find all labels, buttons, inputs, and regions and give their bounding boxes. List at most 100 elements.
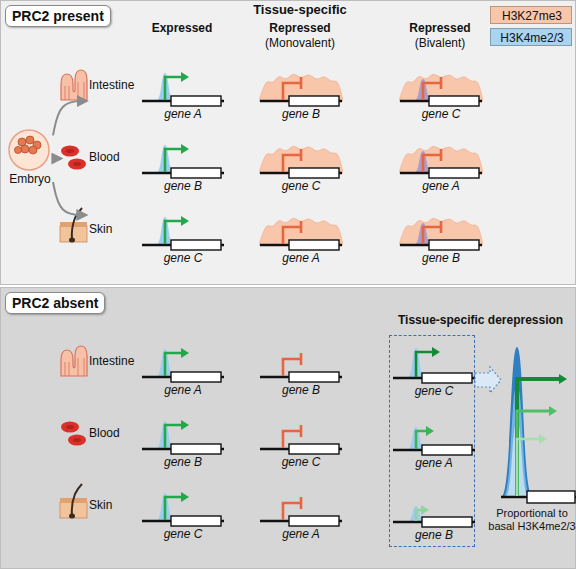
gene-label: gene B xyxy=(141,456,225,470)
gene-body xyxy=(289,516,339,526)
gene-track xyxy=(399,137,483,181)
transcription-arrow-head xyxy=(559,374,567,384)
repression-bar xyxy=(300,149,303,161)
gene-track xyxy=(259,65,343,109)
gene-body xyxy=(527,491,575,503)
repression-symbol xyxy=(423,83,441,100)
transcription-arrow xyxy=(165,149,183,172)
repression-bar xyxy=(440,221,443,233)
transcription-arrow-head xyxy=(539,434,547,444)
gene-locus: gene C xyxy=(392,342,476,400)
transcription-arrow-head xyxy=(181,348,189,358)
gene-track xyxy=(399,65,483,109)
repression-bar xyxy=(300,77,303,89)
gene-locus: gene C xyxy=(141,209,225,267)
gene-track xyxy=(259,341,343,385)
tissue-label: Blood xyxy=(89,151,120,165)
gene-label: gene A xyxy=(141,108,225,122)
repression-bar xyxy=(300,497,303,509)
gene-locus: gene C xyxy=(259,137,343,195)
transcription-arrow xyxy=(165,77,183,100)
gene-body xyxy=(171,372,221,382)
panel-heading: PRC2 absent xyxy=(5,292,105,314)
transcription-arrow-head xyxy=(181,144,189,154)
repression-symbol xyxy=(283,155,301,172)
tissue-label: Intestine xyxy=(89,79,134,93)
gene-body xyxy=(422,373,472,383)
box-heading: Tissue-specific derepression xyxy=(398,314,563,328)
transcription-arrow-head xyxy=(181,216,189,226)
gene-label: gene A xyxy=(399,180,483,194)
transcription-arrow xyxy=(165,353,183,376)
tissue-node: Skin xyxy=(61,491,141,521)
transcription-arrow-head xyxy=(181,72,189,82)
proportional-peak: Proportional to basal H3K4me2/3 xyxy=(501,337,576,557)
transcription-arrow xyxy=(517,439,541,496)
repression-symbol xyxy=(283,359,301,376)
gene-body xyxy=(429,168,479,178)
repression-symbol xyxy=(283,431,301,448)
gene-track xyxy=(392,342,476,386)
gene-track xyxy=(141,341,225,385)
tissue-node: Blood xyxy=(61,143,141,173)
transcription-arrow xyxy=(517,411,551,496)
tissue-node: Blood xyxy=(61,419,141,449)
repression-symbol xyxy=(423,227,441,244)
gene-locus: gene B xyxy=(141,413,225,471)
legend-text: H3K4me2/3 xyxy=(491,31,573,45)
repression-bar xyxy=(300,353,303,365)
gene-track xyxy=(399,209,483,253)
gene-label: gene A xyxy=(259,252,343,266)
gene-track xyxy=(259,137,343,181)
gene-label: gene B xyxy=(259,108,343,122)
gene-label: gene B xyxy=(141,180,225,194)
column-header: Repressed xyxy=(245,22,355,36)
column-header: Tissue-specific xyxy=(200,3,400,18)
gene-body xyxy=(171,168,221,178)
gene-body xyxy=(289,444,339,454)
legend-item: H3K27me3 xyxy=(490,6,572,24)
gene-body xyxy=(171,240,221,250)
gene-locus: gene A xyxy=(392,414,476,472)
gene-locus: gene A xyxy=(141,65,225,123)
gene-track xyxy=(141,65,225,109)
gene-body xyxy=(171,516,221,526)
repression-symbol xyxy=(423,155,441,172)
gene-track xyxy=(259,413,343,457)
transcription-arrow-head xyxy=(426,426,434,436)
repression-bar xyxy=(300,425,303,437)
gene-locus: gene C xyxy=(141,485,225,543)
gene-label: gene C xyxy=(141,252,225,266)
gene-track xyxy=(141,137,225,181)
gene-body xyxy=(289,168,339,178)
gene-track xyxy=(141,485,225,529)
transcription-arrow-head xyxy=(181,420,189,430)
panel-box: IntestineBloodSkin gene A gene B gene B gene… xyxy=(0,287,576,569)
gene-locus: gene B xyxy=(259,65,343,123)
gene-body xyxy=(171,444,221,454)
tissue-label: Intestine xyxy=(89,355,134,369)
tissue-node: Intestine xyxy=(61,71,141,101)
gene-body xyxy=(289,240,339,250)
gene-locus: gene A xyxy=(259,485,343,543)
gene-track xyxy=(141,209,225,253)
gene-track xyxy=(392,486,476,530)
legend-item: H3K4me2/3 xyxy=(490,28,572,46)
tissue-node: Intestine xyxy=(61,347,141,377)
repression-symbol xyxy=(283,227,301,244)
transcription-arrow xyxy=(165,425,183,448)
gene-body xyxy=(429,96,479,106)
tissue-label: Skin xyxy=(89,499,112,513)
tissue-label: Blood xyxy=(89,427,120,441)
transcription-arrow xyxy=(416,352,434,377)
gene-label: gene B xyxy=(259,384,343,398)
column-header: (Bivalent) xyxy=(385,37,495,51)
transcription-arrow-head xyxy=(549,406,557,416)
gene-track xyxy=(259,209,343,253)
transcription-arrow xyxy=(165,497,183,520)
gene-locus: gene B xyxy=(399,209,483,267)
peak-caption: Proportional to basal H3K4me2/3 xyxy=(487,507,576,532)
gene-label: gene B xyxy=(399,252,483,266)
gene-body xyxy=(289,372,339,382)
